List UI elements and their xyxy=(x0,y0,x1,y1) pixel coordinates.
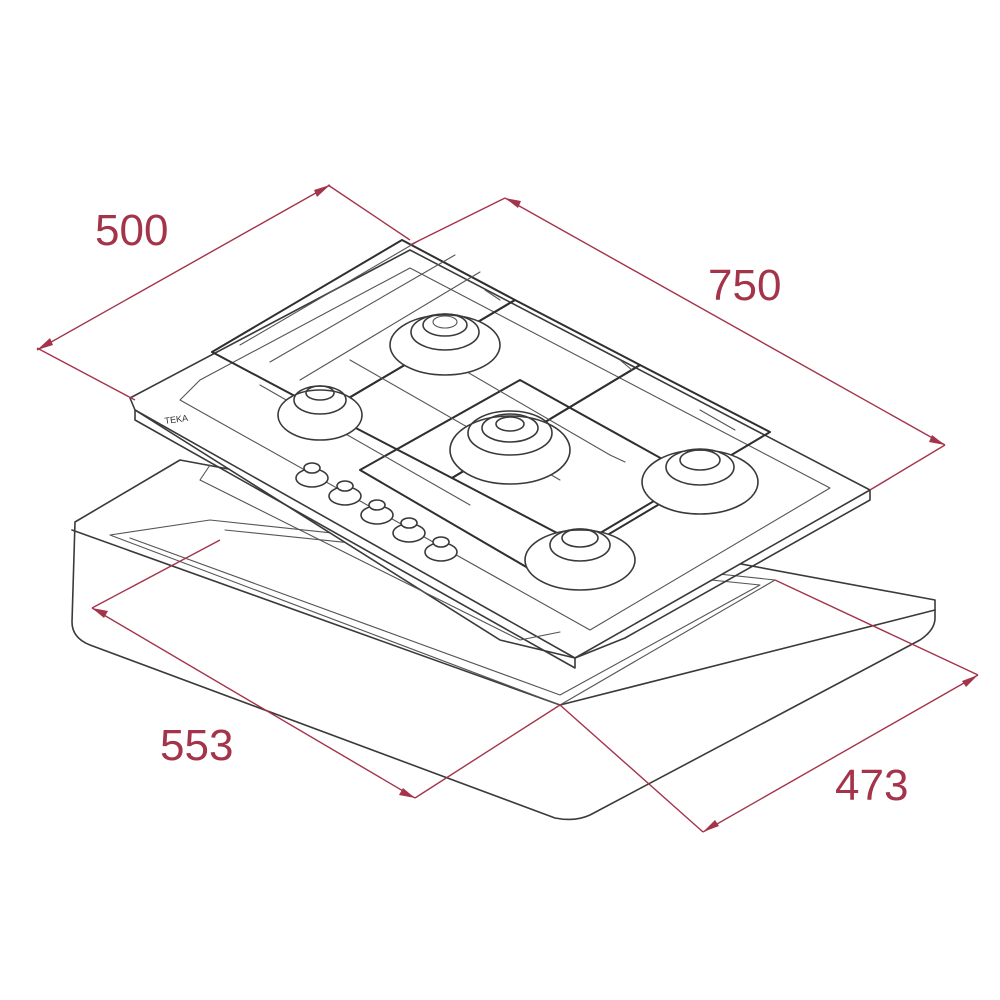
dimension-label-750: 750 xyxy=(708,261,781,310)
dimension-line-473 xyxy=(559,579,979,833)
dimension-line-500 xyxy=(36,184,411,401)
burner-center-wok xyxy=(449,410,571,485)
burner-right xyxy=(641,448,759,515)
burner-rear-center xyxy=(389,313,501,376)
knob-3 xyxy=(360,499,394,525)
knob-4 xyxy=(392,517,426,543)
dimension-label-553: 553 xyxy=(160,721,233,770)
burner-left-small xyxy=(277,385,363,441)
dimension-label-473: 473 xyxy=(835,761,908,810)
dimension-label-500: 500 xyxy=(95,206,168,255)
svg-text:TEKA: TEKA xyxy=(164,413,189,426)
knob-5 xyxy=(424,536,458,562)
dimension-line-750 xyxy=(409,197,946,491)
knob-1 xyxy=(295,462,329,488)
dimension-lines xyxy=(36,184,979,833)
burners xyxy=(277,313,759,591)
knob-2 xyxy=(328,480,362,506)
dimension-line-553 xyxy=(91,539,561,799)
burner-front xyxy=(524,528,636,591)
control-knobs xyxy=(295,462,458,562)
